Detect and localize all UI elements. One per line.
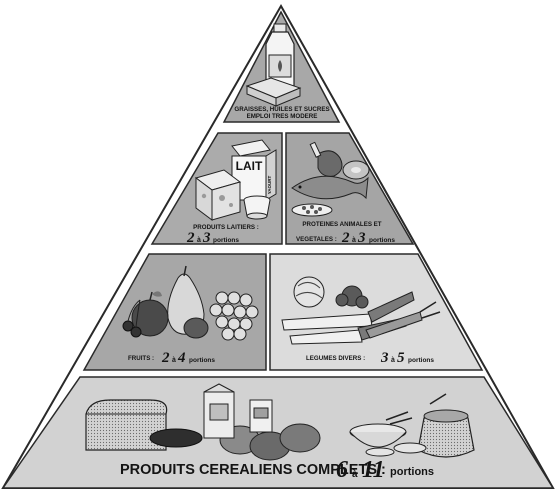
- fats-label-line2: EMPLOI TRES MODERE: [247, 113, 318, 120]
- svg-text:3: 3: [357, 230, 366, 246]
- svg-text:YAOURT: YAOURT: [267, 175, 272, 194]
- vegetables-label: LEGUMES DIVERS :: [306, 355, 365, 362]
- plum-icon: [184, 318, 208, 338]
- svg-text:LAIT: LAIT: [236, 159, 263, 173]
- meat-icon: [343, 161, 369, 179]
- svg-text:portions: portions: [213, 237, 239, 244]
- svg-text:portions: portions: [390, 466, 434, 478]
- svg-text:portions: portions: [189, 357, 215, 364]
- svg-text:6: 6: [336, 457, 348, 483]
- svg-text:3: 3: [202, 230, 211, 246]
- svg-text:2: 2: [161, 350, 170, 366]
- cheese-block-icon: [196, 170, 240, 220]
- fats-label-line1: GRAISSES, HUILES ET SUCRES: [234, 106, 329, 113]
- yogurt-cup-icon: [244, 196, 270, 219]
- svg-text:à: à: [352, 469, 358, 480]
- svg-text:à: à: [172, 357, 176, 364]
- svg-text:portions: portions: [369, 237, 395, 244]
- svg-text:11: 11: [362, 457, 385, 483]
- svg-text:5: 5: [397, 350, 405, 366]
- svg-text:portions: portions: [408, 357, 434, 364]
- fruits-label: FRUITS :: [128, 355, 154, 362]
- svg-text:4: 4: [177, 350, 186, 366]
- flour-bag-icon: [204, 384, 234, 438]
- cabbage-icon: [294, 277, 324, 307]
- protein-label-line1: PROTEINES ANIMALES ET: [302, 221, 381, 228]
- svg-text:à: à: [197, 237, 201, 244]
- svg-text:2: 2: [341, 230, 350, 246]
- svg-text:à: à: [352, 237, 356, 244]
- cereal-box-icon: [250, 400, 272, 432]
- svg-text:VEGETALES :: VEGETALES :: [296, 236, 337, 243]
- svg-text:2: 2: [186, 230, 195, 246]
- legumes-icon: [292, 204, 332, 216]
- svg-text:à: à: [391, 357, 395, 364]
- svg-text:3: 3: [380, 350, 389, 366]
